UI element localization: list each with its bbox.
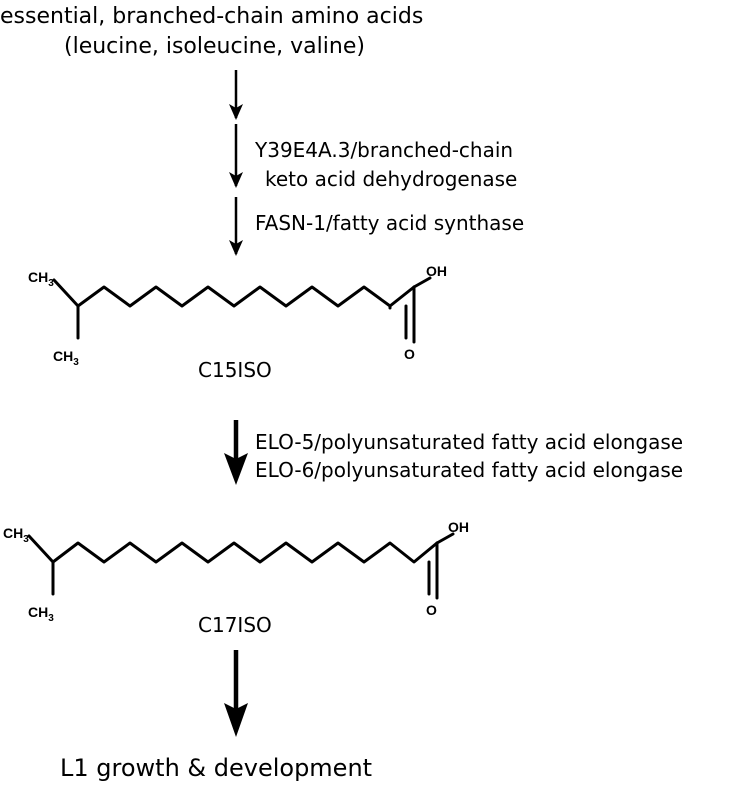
enzyme-elo-5: ELO-5/polyunsaturated fatty acid elongas… bbox=[255, 430, 684, 454]
enzyme-elo-6: ELO-6/polyunsaturated fatty acid elongas… bbox=[255, 458, 684, 482]
thin-arrowheads bbox=[229, 104, 243, 256]
c17iso-structure bbox=[27, 532, 455, 600]
arrow-elongase-head bbox=[224, 453, 248, 485]
arrow-outcome-head bbox=[224, 703, 248, 737]
c15iso-structure bbox=[52, 276, 432, 344]
enzyme-fasn: FASN-1/fatty acid synthase bbox=[255, 211, 525, 235]
c17-chain bbox=[27, 534, 439, 564]
c17-hydroxyl: OH bbox=[448, 519, 469, 535]
c15-c-oh bbox=[412, 276, 432, 289]
enzyme-bckdh-line-1: Y39E4A.3/branched-chain bbox=[255, 138, 514, 162]
thick-arrows bbox=[224, 420, 248, 737]
c15-methyl-bottom: CH3 bbox=[53, 348, 79, 368]
c15-hydroxyl: OH bbox=[426, 263, 447, 279]
c17-carbonyl: O bbox=[426, 602, 437, 618]
c15-label: C15ISO bbox=[198, 358, 272, 382]
c17-label: C17ISO bbox=[198, 613, 272, 637]
c17-methyl-bottom: CH3 bbox=[28, 604, 54, 624]
c15-carbonyl: O bbox=[404, 346, 415, 362]
arrowhead-3 bbox=[229, 240, 243, 256]
source-line-1: essential, branched-chain amino acids bbox=[0, 4, 424, 29]
outcome-label: L1 growth & development bbox=[60, 754, 373, 782]
arrowhead-1 bbox=[229, 104, 243, 120]
source-line-2: (leucine, isoleucine, valine) bbox=[64, 34, 365, 59]
c17-methyl-top: CH3 bbox=[3, 525, 29, 545]
c17-c-oh bbox=[435, 532, 455, 545]
c15-chain bbox=[52, 278, 416, 308]
c15-methyl-top: CH3 bbox=[28, 269, 54, 289]
arrowhead-2 bbox=[229, 172, 243, 188]
enzyme-bckdh-line-2: keto acid dehydrogenase bbox=[265, 167, 518, 191]
